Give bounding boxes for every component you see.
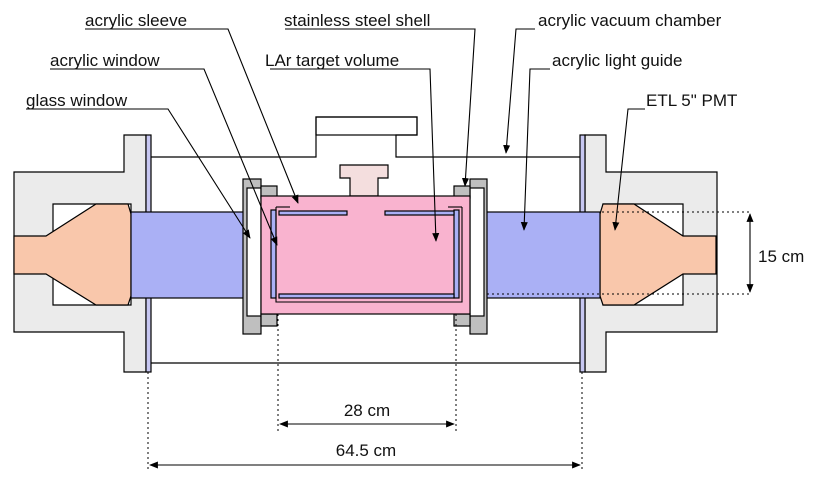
label-acrylic-vacuum-chamber: acrylic vacuum chamber bbox=[538, 11, 722, 30]
label-glass-window: glass window bbox=[26, 91, 128, 110]
label-acrylic-sleeve: acrylic sleeve bbox=[85, 11, 187, 30]
label-acrylic-light-guide: acrylic light guide bbox=[552, 51, 682, 70]
right-acrylic-window bbox=[453, 209, 460, 299]
top-port bbox=[339, 164, 389, 197]
outer-length-dimension-label: 64.5 cm bbox=[336, 441, 396, 460]
label-acrylic-window: acrylic window bbox=[50, 51, 160, 70]
label-lar-target-volume: LAr target volume bbox=[265, 51, 399, 70]
left-flange bbox=[242, 178, 278, 335]
left-light-guide bbox=[130, 211, 248, 299]
inner-length-dimension-label: 28 cm bbox=[344, 401, 390, 420]
label-pmt: ETL 5" PMT bbox=[646, 91, 737, 110]
right-light-guide bbox=[484, 211, 601, 299]
acrylic-vacuum-chamber bbox=[150, 116, 582, 364]
stainless-steel-shell bbox=[275, 206, 463, 303]
dimension-guides bbox=[147, 211, 752, 470]
height-dimension-label: 15 cm bbox=[758, 247, 804, 266]
left-acrylic-window bbox=[270, 209, 277, 299]
label-stainless-steel-shell: stainless steel shell bbox=[284, 11, 430, 30]
leader-lines bbox=[26, 28, 645, 246]
acrylic-sleeve bbox=[278, 210, 455, 299]
